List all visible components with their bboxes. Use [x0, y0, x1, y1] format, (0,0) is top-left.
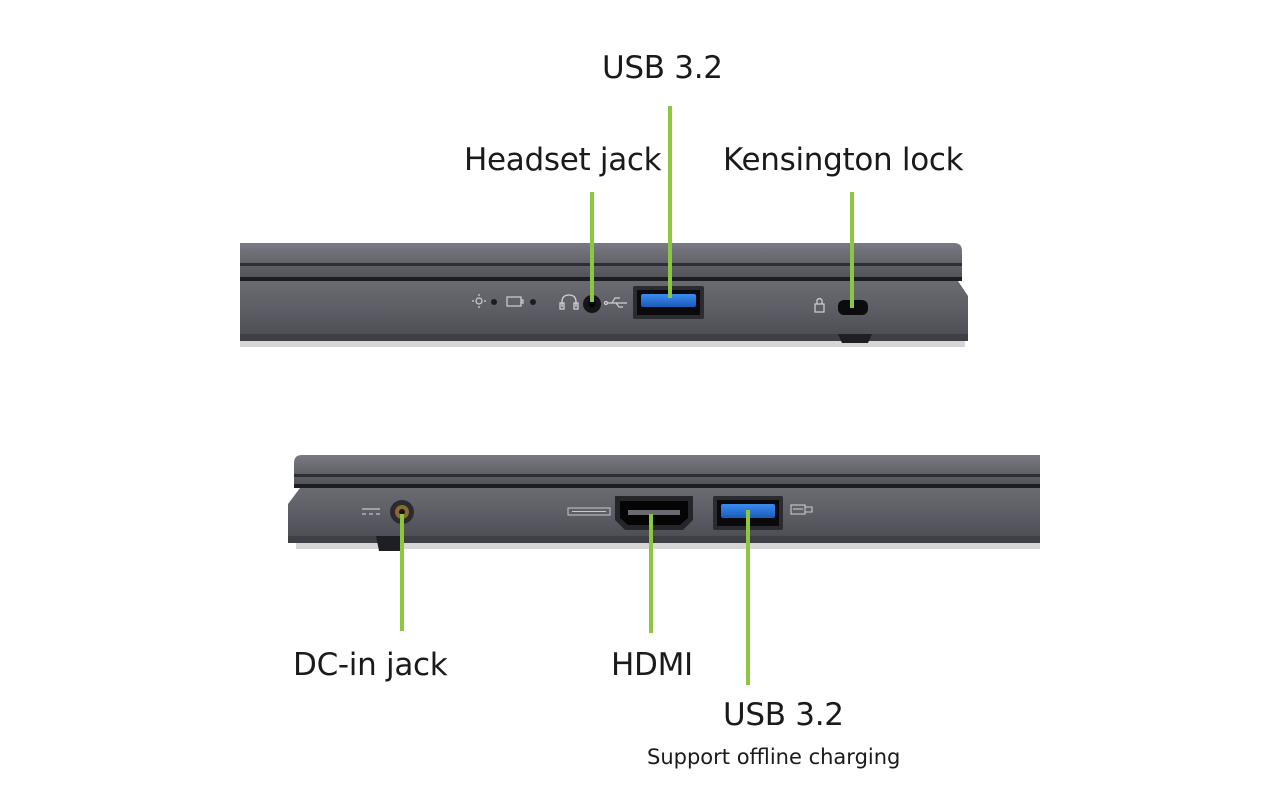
dc-in-pin [399, 509, 405, 515]
power-led [491, 299, 497, 305]
dc-in-jack-label: DC-in jack [293, 647, 448, 683]
headset-leader [590, 192, 594, 302]
hdmi-leader [649, 514, 653, 633]
headset-jack-label: Headset jack [464, 142, 662, 178]
kensington-lock-label: Kensington lock [723, 142, 964, 178]
lid-seam [294, 474, 1040, 477]
battery-icon [506, 296, 524, 307]
laptop-right-side [288, 455, 1040, 551]
usb-icon [603, 297, 627, 308]
base-shadow [240, 341, 965, 347]
lid-gap [240, 277, 962, 281]
usb-port-tongue [641, 294, 696, 307]
lock-icon [814, 297, 825, 313]
headset-jack-hole [588, 300, 596, 308]
usb-bottom-leader [746, 510, 750, 685]
charging-icon [790, 504, 813, 515]
kensington-leader [850, 192, 854, 308]
laptop-left-side [240, 243, 968, 347]
hdmi-port-tongue [628, 510, 680, 515]
battery-led [530, 299, 536, 305]
dc-in-leader [400, 514, 404, 631]
power-icon [362, 508, 380, 515]
usb-bottom-label: USB 3.2 [723, 697, 844, 733]
lid-seam [240, 263, 962, 266]
headset-icon [559, 294, 579, 310]
lid [240, 243, 962, 279]
base [240, 281, 968, 334]
lid [294, 455, 1040, 486]
light-icon [472, 294, 486, 308]
lid-gap [294, 484, 1040, 488]
base-bottom [240, 334, 968, 341]
base-shadow [296, 543, 1040, 549]
hdmi-label: HDMI [611, 647, 693, 683]
rubber-foot [838, 334, 872, 343]
rubber-foot [376, 536, 404, 551]
hdmi-icon [567, 507, 611, 516]
base-bottom [288, 536, 1040, 543]
usb-charging-note: Support offline charging [647, 745, 901, 769]
usb-top-label: USB 3.2 [602, 50, 723, 86]
usb-top-leader [668, 106, 672, 298]
